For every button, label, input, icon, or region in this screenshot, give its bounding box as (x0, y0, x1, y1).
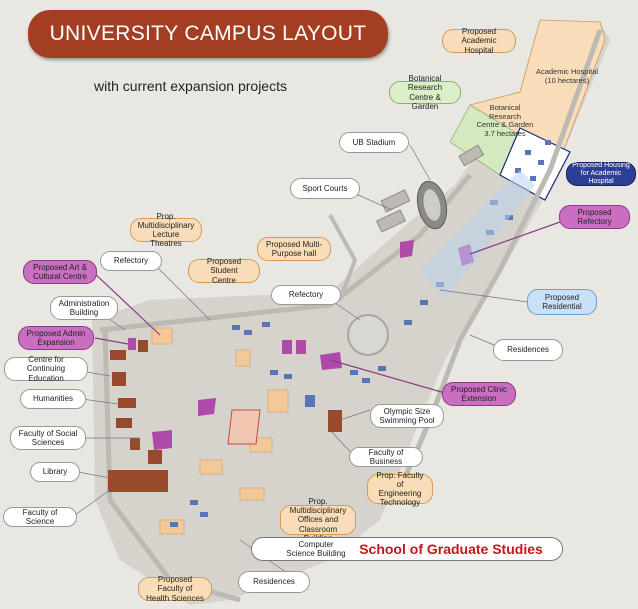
building (110, 350, 126, 360)
label-proposed-faculty-health: Proposed Faculty of Health Sciences (138, 575, 212, 603)
sport-court (458, 144, 485, 167)
label-faculty-science: Faculty of Science (3, 507, 77, 527)
leader-line (94, 337, 129, 345)
label-administration-building: Administration Building (50, 296, 118, 320)
proposed-building (296, 340, 306, 354)
label-prop-multidisciplinary-lecture: Prop. Multidisciplinary Lecture Theatres (130, 212, 202, 248)
residence-block (284, 374, 292, 379)
label-proposed-residential: Proposed Residential (527, 289, 597, 315)
residence-block (190, 500, 198, 505)
leader-line (409, 144, 431, 181)
stadium-field (423, 189, 441, 221)
proposed-site (239, 487, 265, 501)
residential-zone (420, 170, 535, 300)
residence-block (270, 370, 278, 375)
leader-line (81, 398, 119, 405)
label-proposed-art-centre: Proposed Art & Cultural Centre (23, 260, 97, 284)
residence-block (170, 522, 178, 527)
road-east (392, 29, 603, 502)
graduate-studies-banner: Computer Science Building School of Grad… (251, 537, 563, 561)
label-proposed-clinic-extension: Proposed Clinic Extension (442, 382, 516, 406)
label-refectory-central: Refectory (271, 285, 341, 305)
label-humanities: Humanities (20, 389, 86, 409)
leader-line (339, 409, 371, 421)
label-faculty-social-sciences: Faculty of Social Sciences (10, 426, 86, 450)
residence-block (515, 168, 521, 173)
proposed-site (235, 349, 251, 367)
label-residences-east: Residences (493, 339, 563, 361)
label-prop-faculty-engineering: Prop. Faculty of Engineering Technology (367, 471, 433, 507)
label-proposed-housing: Proposed Housing for Academic Hospital (566, 162, 636, 186)
building (138, 340, 148, 352)
residence-block (538, 160, 544, 165)
proposed-building (282, 340, 292, 354)
residence-block (420, 300, 428, 305)
label-proposed-refectory: Proposed Refectory (559, 205, 630, 229)
map-subtitle: with current expansion projects (94, 78, 287, 94)
label-refectory-west: Refectory (100, 251, 162, 271)
graduate-studies-label: School of Graduate Studies (359, 541, 543, 557)
residence-block (350, 370, 358, 375)
residence-block (378, 366, 386, 371)
building (118, 398, 136, 408)
road-north (328, 214, 358, 301)
building (328, 410, 342, 432)
botanical-area-label: Botanical Research Centre & Garden 3.7 h… (476, 103, 534, 138)
proposed-building (198, 398, 216, 416)
proposed-building (320, 352, 342, 370)
map-title: UNIVERSITY CAMPUS LAYOUT (28, 10, 388, 58)
residence-block (530, 176, 536, 181)
central-roundabout (347, 314, 389, 356)
label-faculty-business: Faculty of Business (349, 447, 423, 467)
building (112, 372, 126, 386)
residence-block (525, 150, 531, 155)
leader-line (77, 471, 111, 479)
leader-line (469, 221, 561, 255)
label-botanical-research-centre: Botanical Research Centre & Garden (389, 74, 461, 111)
label-library: Library (30, 462, 80, 482)
proposed-site (199, 459, 223, 475)
sport-court (380, 189, 411, 213)
building (148, 450, 162, 464)
sport-court (376, 209, 406, 233)
label-proposed-academic-hospital: Proposed Academic Hospital (442, 27, 516, 55)
label-prop-multidisciplinary-offices: Prop. Multidisciplinary Offices and Clas… (280, 497, 356, 543)
campus-ground (92, 20, 610, 605)
leader-line (329, 359, 446, 394)
leader-line (439, 289, 529, 303)
academic-hospital-area-label: Academic Hospital (10 hectares) (535, 67, 599, 85)
label-centre-continuing-education: Centre for Continuing Education (4, 355, 88, 383)
label-residences-south: Residences (238, 571, 310, 593)
proposed-building (152, 430, 172, 450)
leader-lines (91, 221, 561, 394)
leader-line (151, 261, 211, 321)
existing-buildings (108, 340, 342, 492)
residence-block (305, 395, 315, 407)
building (116, 418, 132, 428)
label-olympic-pool: Olympic Size Swimming Pool (370, 404, 444, 428)
residence-block (262, 322, 270, 327)
hatched-site (227, 409, 261, 445)
residence-block (404, 320, 412, 325)
label-sport-courts: Sport Courts (290, 178, 360, 199)
residence-block (232, 325, 240, 330)
building (130, 438, 140, 450)
proposed-building (400, 240, 414, 258)
residence-block (200, 512, 208, 517)
residence-block (545, 140, 551, 145)
building (108, 470, 168, 492)
label-prop-multipurpose-hall: Proposed Multi- Purpose hall (257, 237, 331, 261)
residence-block (362, 378, 370, 383)
leader-line (91, 270, 161, 336)
leader-line (74, 489, 111, 516)
label-ub-stadium: UB Stadium (339, 132, 409, 153)
label-proposed-student-centre: Proposed Student Centre (188, 257, 260, 285)
label-proposed-admin-expansion: Proposed Admin Expansion (18, 326, 94, 350)
proposed-building (128, 338, 136, 350)
computer-science-label: Computer Science Building (286, 540, 346, 558)
proposed-site (267, 389, 289, 413)
residence-block (244, 330, 252, 335)
